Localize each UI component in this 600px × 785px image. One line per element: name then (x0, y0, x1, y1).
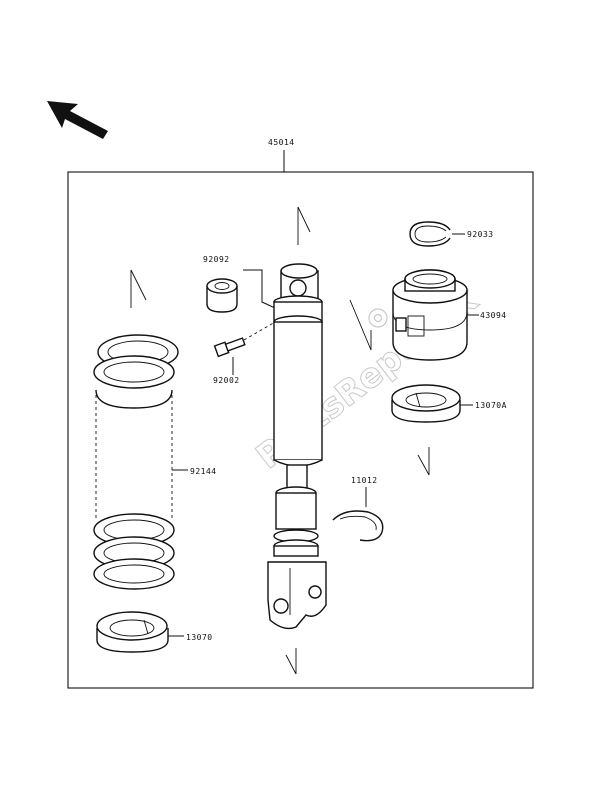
circlip-part (409, 221, 451, 247)
part-92002-label: 92002 (213, 376, 240, 385)
part-13070-label: 13070 (186, 633, 213, 642)
bolt-part (213, 337, 246, 358)
part-43094-label: 43094 (480, 311, 507, 320)
assembly-number-label: 45014 (268, 138, 295, 147)
part-11012-label: 11012 (351, 476, 378, 485)
spring-seat-lower-part (96, 611, 169, 653)
shock-absorber-part (267, 263, 327, 630)
collar-part (206, 278, 238, 313)
spring-seat-upper-part (391, 384, 461, 423)
assembly-frame (67, 171, 534, 689)
part-92144-label: 92144 (190, 467, 217, 476)
part-92033-label: 92033 (467, 230, 494, 239)
front-direction-arrow-icon (47, 101, 108, 139)
retaining-clip-part (332, 510, 384, 542)
section-marks (130, 206, 430, 675)
coil-spring-part (93, 334, 179, 590)
spring-adjuster-part (392, 269, 468, 361)
part-92092-label: 92092 (203, 255, 230, 264)
part-13070A-label: 13070A (475, 401, 507, 410)
